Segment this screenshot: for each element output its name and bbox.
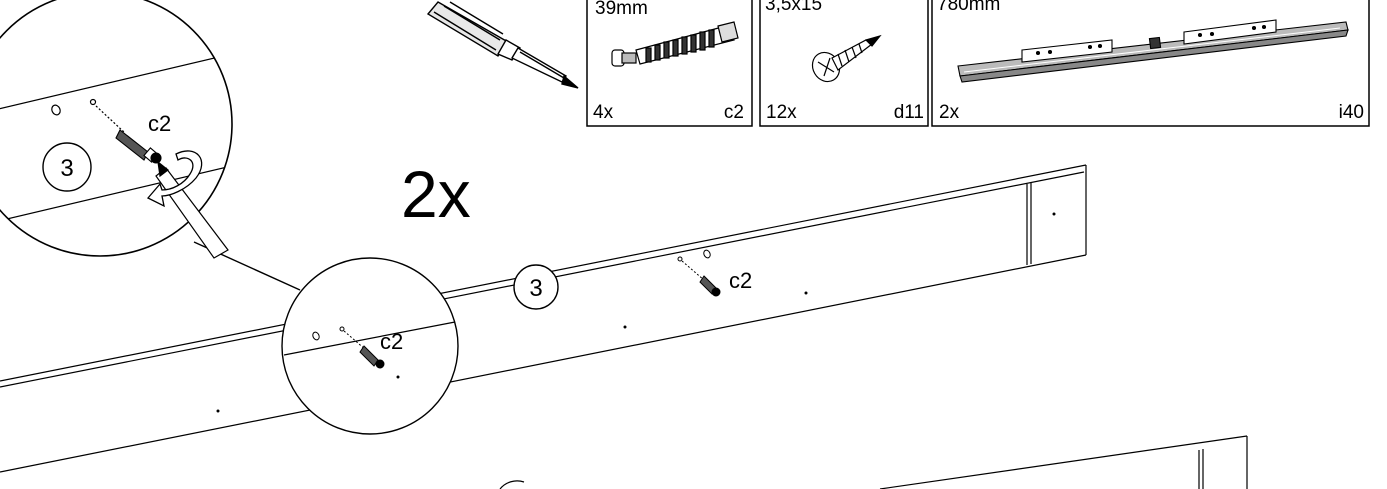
svg-text:3: 3 — [529, 275, 542, 302]
screwdriver-icon — [426, 1, 579, 89]
svg-text:3: 3 — [60, 155, 73, 182]
drawer-rail-icon — [957, 19, 1349, 83]
part-qty-i40: 2x — [939, 102, 960, 123]
part-size-d11: 3,5x15 — [765, 0, 822, 15]
dowel-screw-icon — [359, 345, 385, 369]
second-side-panel-board — [499, 435, 1248, 489]
part-qty-c2: 4x — [593, 102, 614, 123]
part-code-i40: i40 — [1339, 102, 1364, 123]
part-code-d11: d11 — [894, 102, 924, 123]
part-code-c2: c2 — [724, 102, 744, 123]
part-size-c2: 39mm — [595, 0, 648, 19]
part-label-c2: c2 — [148, 111, 171, 136]
step-number-badge: 3 — [513, 264, 559, 310]
dowel-screw-icon — [611, 21, 739, 67]
zoom-detail-circle: 3 — [0, 0, 233, 259]
rotation-arrow-icon — [146, 150, 203, 208]
part-label-c2: c2 — [729, 268, 752, 293]
wood-screw-icon — [811, 34, 882, 83]
step-number-badge: 3 — [42, 142, 92, 192]
part-label-c2: c2 — [380, 329, 403, 354]
parts-box-i40: 780mm 2x i40 — [931, 0, 1370, 127]
zoom-source-circle — [281, 257, 459, 435]
step-multiplier: 2x — [401, 157, 471, 231]
parts-box-c2: 39mm 4x c2 — [586, 0, 753, 127]
dowel-screw-icon — [677, 249, 721, 297]
parts-box-d11: 3,5x15 12x d11 — [759, 0, 929, 127]
part-qty-d11: 12x — [766, 102, 797, 123]
part-size-i40: 780mm — [937, 0, 1000, 15]
dowel-screw-icon — [115, 129, 162, 164]
